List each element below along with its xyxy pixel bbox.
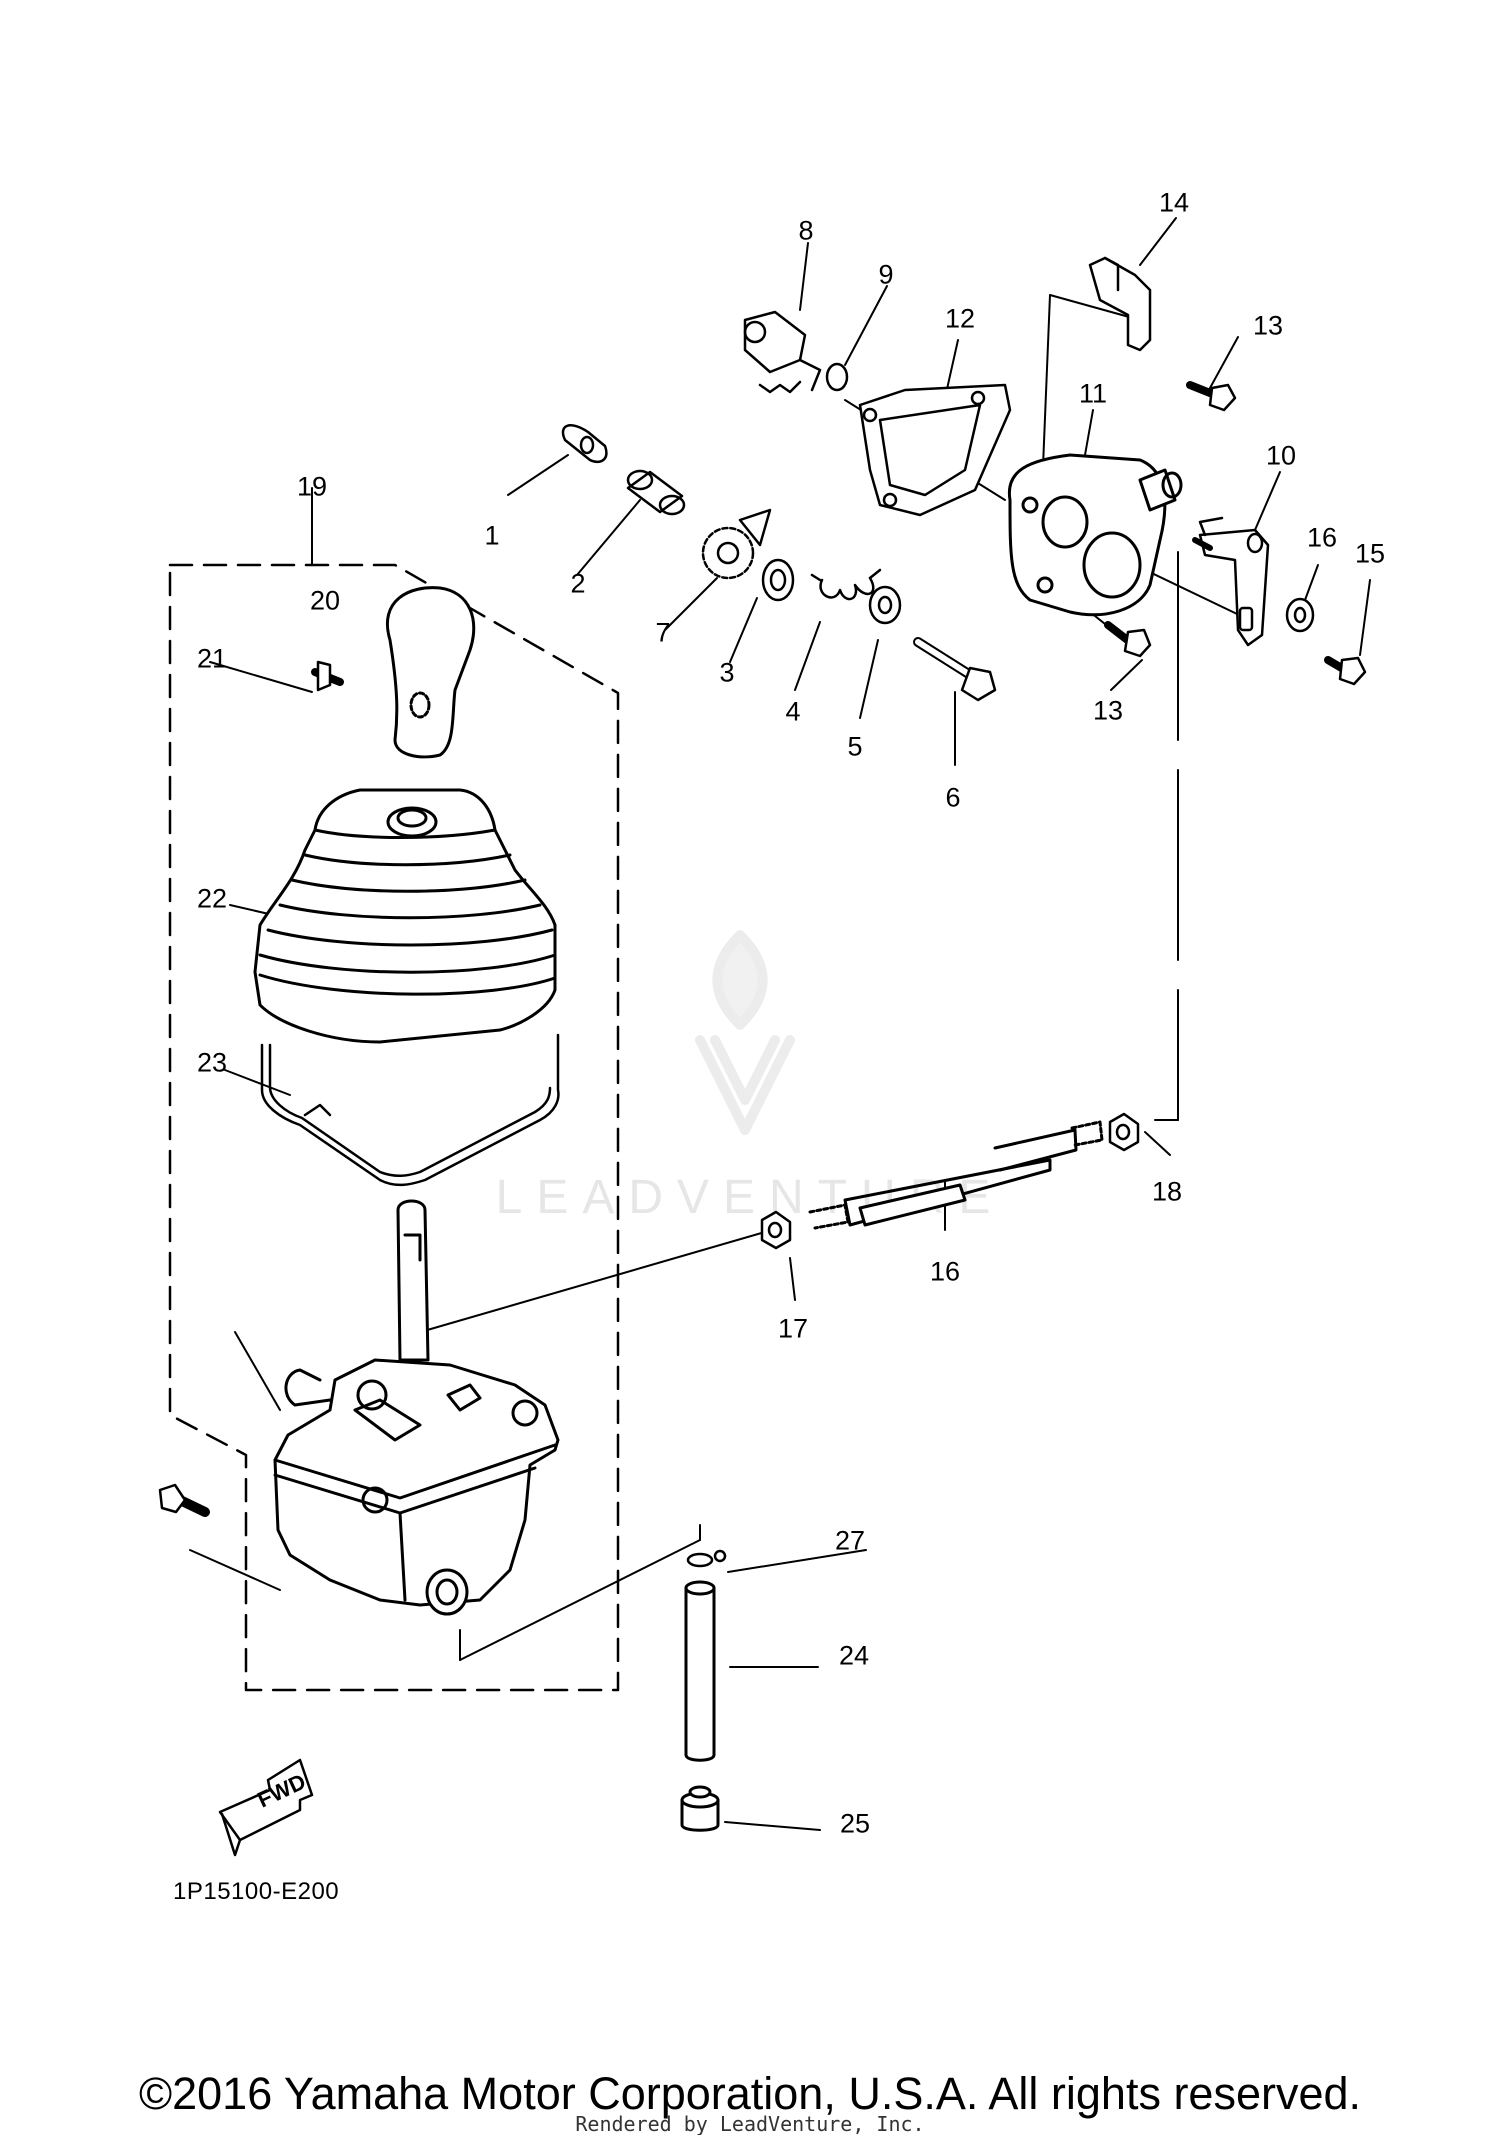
callout-20: 19 xyxy=(296,471,328,502)
part-1-cam-plate xyxy=(561,424,608,464)
housing-bolt xyxy=(158,1483,210,1517)
part-2-collar xyxy=(626,469,686,516)
callout-23: 22 xyxy=(196,883,228,914)
part-8-gear-unit xyxy=(743,310,822,394)
part-13-bolt-lower xyxy=(1104,621,1152,658)
callout-1: 1 xyxy=(484,520,500,551)
part-17-rod xyxy=(808,1120,1104,1230)
callout-9: 9 xyxy=(878,259,894,290)
part-9-o-ring xyxy=(825,362,849,392)
callout-26: 25 xyxy=(839,1808,871,1839)
leadventure-logo xyxy=(695,930,795,1135)
callout-13-upper: 13 xyxy=(1252,310,1284,341)
callout-21: 20 xyxy=(309,585,341,616)
copyright-notice: ©2016 Yamaha Motor Corporation, U.S.A. A… xyxy=(138,2068,1362,2119)
callout-27: 27 xyxy=(834,1525,866,1556)
part-19-nut xyxy=(1108,1112,1140,1152)
callout-14: 14 xyxy=(1158,187,1190,218)
callout-4: 4 xyxy=(785,696,801,727)
callout-7: 7 xyxy=(655,617,671,648)
diagram-code: 1P15100-E200 xyxy=(173,1878,340,1905)
shifter-base-housing xyxy=(273,1358,560,1616)
part-6-bolt xyxy=(913,637,997,702)
part-11-housing xyxy=(1007,453,1183,617)
shift-lever xyxy=(396,1199,430,1362)
callout-15: 15 xyxy=(1354,538,1386,569)
callout-2: 2 xyxy=(570,568,586,599)
callout-13-lower: 13 xyxy=(1092,695,1124,726)
part-4-spring xyxy=(810,568,882,601)
callout-5: 5 xyxy=(847,731,863,762)
callout-24: 23 xyxy=(196,1047,228,1078)
callout-3: 3 xyxy=(719,657,735,688)
part-3-washer xyxy=(761,558,795,602)
callout-19: 18 xyxy=(1151,1176,1183,1207)
part-25-pin xyxy=(684,1580,716,1762)
callout-18: 17 xyxy=(777,1313,809,1344)
part-13-bolt-upper xyxy=(1186,381,1237,412)
part-12-gasket xyxy=(858,383,1012,517)
part-21-knob xyxy=(386,586,476,759)
part-27-clip xyxy=(686,1549,727,1568)
part-16-washer xyxy=(1285,597,1315,633)
callout-17: 16 xyxy=(929,1256,961,1287)
part-24-boot-gasket xyxy=(260,1033,560,1187)
callout-6: 6 xyxy=(945,782,961,813)
part-7-gear xyxy=(701,508,772,580)
part-22-screw xyxy=(311,660,344,692)
callout-10: 10 xyxy=(1265,440,1297,471)
part-5-washer xyxy=(868,585,902,625)
fwd-arrow-icon: FWD xyxy=(218,1758,314,1857)
callout-25: 24 xyxy=(838,1640,870,1671)
callout-16: 16 xyxy=(1306,522,1338,553)
part-10-lever xyxy=(1198,516,1270,647)
callout-12: 12 xyxy=(944,303,976,334)
pin xyxy=(1192,537,1213,551)
callout-22: 21 xyxy=(196,643,228,674)
part-18-nut xyxy=(760,1210,792,1250)
part-14-bracket xyxy=(1088,256,1152,352)
kit-boundary-dashed xyxy=(168,563,620,1692)
callout-11: 11 xyxy=(1078,378,1108,409)
part-15-bolt xyxy=(1324,656,1367,686)
part-26-cap xyxy=(680,1785,720,1832)
rendered-by-note: Rendered by LeadVenture, Inc. xyxy=(575,2112,925,2135)
part-23-shift-boot xyxy=(253,788,557,1044)
callout-8: 8 xyxy=(798,215,814,246)
